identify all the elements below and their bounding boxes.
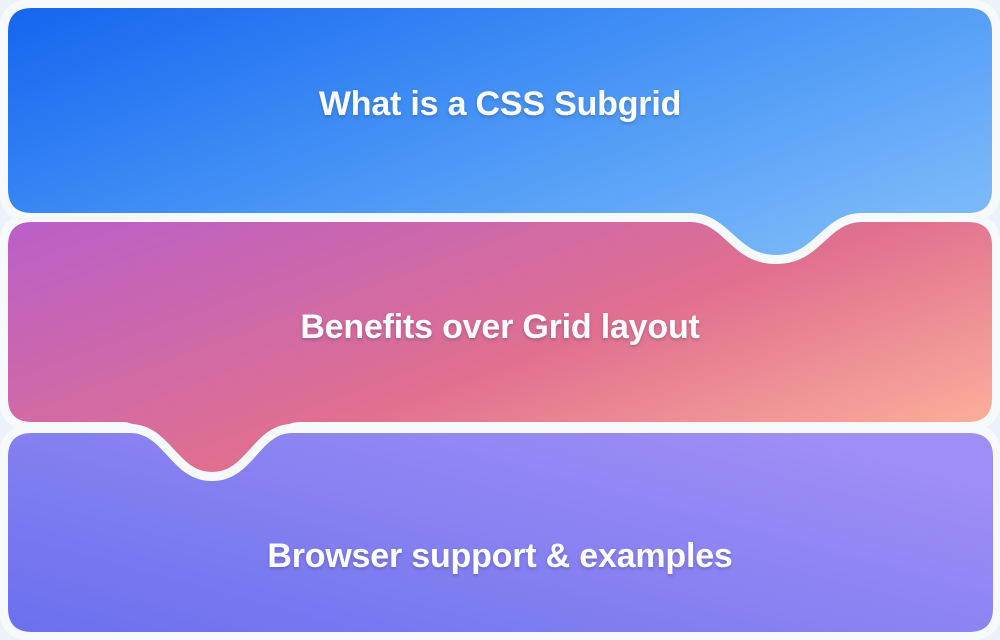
card-title-benefits-over-grid: Benefits over Grid layout [300,308,700,346]
card-benefits-over-grid[interactable] [0,213,1000,499]
card-title-browser-support: Browser support & examples [267,537,733,575]
card-browser-support[interactable] [0,424,1000,640]
card-title-what-is-subgrid: What is a CSS Subgrid [318,85,682,123]
